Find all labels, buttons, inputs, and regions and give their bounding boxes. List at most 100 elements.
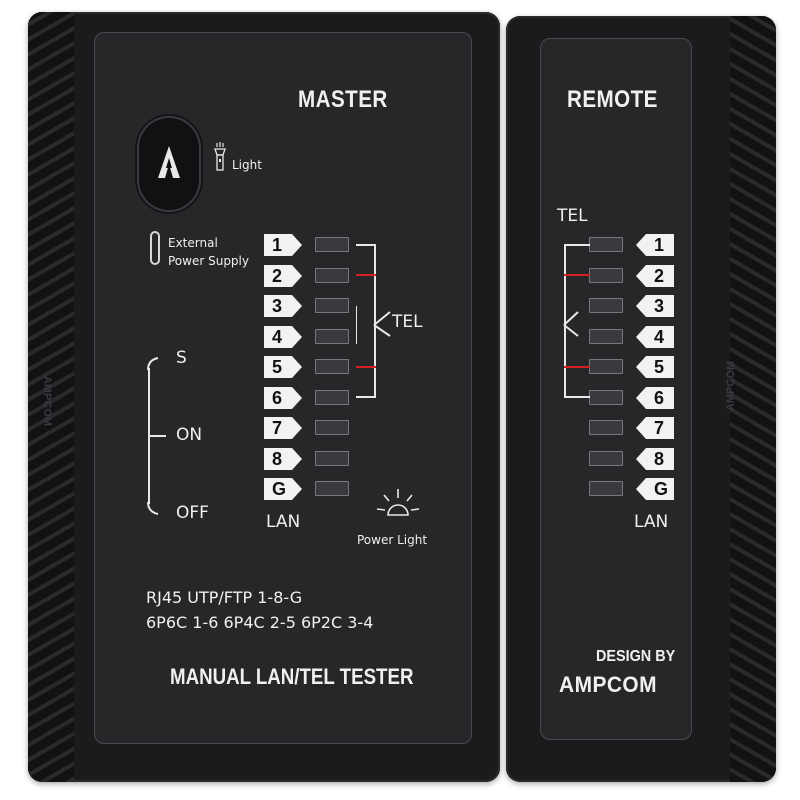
switch-position-s[interactable]: S	[176, 348, 187, 368]
side-brand-mark-right: AMPCOM	[725, 360, 738, 412]
master-led	[315, 481, 349, 496]
remote-pin-number: G	[654, 479, 669, 499]
master-pin-number: 6	[272, 388, 283, 408]
light-label: Light	[232, 158, 262, 172]
power-light-label: Power Light	[357, 533, 428, 547]
tel-bracket-bottom	[356, 396, 376, 398]
remote-led	[589, 420, 623, 435]
arrow-tag-icon	[264, 326, 302, 348]
master-pin-number: 7	[272, 418, 283, 438]
tel-pair-red-2	[356, 274, 376, 276]
grip-ribs-right	[730, 16, 776, 782]
master-pin-number: 5	[272, 357, 283, 377]
remote-led	[589, 390, 623, 405]
remote-tel-fork	[563, 311, 579, 337]
remote-tel-label: TEL	[557, 206, 588, 226]
light-button[interactable]	[137, 116, 201, 212]
remote-pin-tag: 1	[636, 234, 678, 256]
master-pin-tag: 8	[264, 448, 306, 470]
remote-title: REMOTE	[567, 86, 658, 113]
arrow-tag-icon	[264, 478, 302, 500]
remote-led	[589, 237, 623, 252]
master-pin-number: G	[272, 479, 287, 499]
external-power-line1: External	[168, 236, 218, 250]
remote-pin-tag: 4	[636, 326, 678, 348]
remote-tel-bracket-vertical	[564, 244, 566, 398]
side-brand-mark-left: AMPCOM	[41, 375, 54, 427]
master-led	[315, 359, 349, 374]
master-pin-tag: 6	[264, 387, 306, 409]
tel-bracket-top	[356, 244, 376, 246]
arrow-tag-icon	[636, 234, 674, 256]
master-led	[315, 298, 349, 313]
arrow-tag-icon	[636, 265, 674, 287]
arrow-tag-icon	[264, 234, 302, 256]
remote-pin-tag: 8	[636, 448, 678, 470]
remote-pin-tag: 7	[636, 417, 678, 439]
remote-tel-pair-red-5	[564, 366, 590, 368]
remote-led	[589, 359, 623, 374]
master-pin-number: 2	[272, 266, 283, 286]
remote-pin-tag: 3	[636, 295, 678, 317]
master-led	[315, 237, 349, 252]
arrow-tag-icon	[264, 295, 302, 317]
external-power-label: External Power Supply	[168, 234, 249, 270]
design-by-label: DESIGN BY	[596, 648, 676, 665]
arrow-tag-icon	[264, 387, 302, 409]
remote-pin-tag: 2	[636, 265, 678, 287]
arrow-tag-icon	[636, 478, 674, 500]
remote-pin-number: 8	[654, 449, 665, 469]
remote-pin-tag: G	[636, 478, 678, 500]
switch-position-off[interactable]: OFF	[176, 503, 209, 523]
tel-fork	[356, 306, 391, 344]
remote-lan-label: LAN	[634, 512, 669, 532]
remote-led	[589, 329, 623, 344]
master-led	[315, 420, 349, 435]
remote-pin-number: 6	[654, 388, 665, 408]
product-title: MANUAL LAN/TEL TESTER	[170, 664, 414, 689]
switch-position-on[interactable]: ON	[176, 425, 203, 445]
switch-bracket	[147, 357, 166, 515]
master-lan-label: LAN	[266, 512, 301, 532]
ampcom-logo-icon	[158, 146, 180, 178]
master-tel-label: TEL	[392, 312, 423, 332]
remote-led	[589, 268, 623, 283]
arrow-tag-icon	[636, 387, 674, 409]
remote-pin-number: 7	[654, 418, 665, 438]
master-pin-tag: 3	[264, 295, 306, 317]
master-pin-number: 8	[272, 449, 283, 469]
arrow-tag-icon	[264, 265, 302, 287]
arrow-tag-icon	[636, 326, 674, 348]
remote-pin-tag: 5	[636, 356, 678, 378]
remote-pin-number: 2	[654, 266, 665, 286]
usb-c-port-icon	[150, 231, 160, 265]
master-pin-tag: 5	[264, 356, 306, 378]
master-pin-tag: 4	[264, 326, 306, 348]
remote-tel-pair-red-2	[564, 274, 590, 276]
remote-led	[589, 481, 623, 496]
sun-icon	[376, 489, 420, 516]
remote-pin-number: 1	[654, 235, 665, 255]
master-pin-tag: 7	[264, 417, 306, 439]
master-led	[315, 390, 349, 405]
remote-pin-number: 3	[654, 296, 665, 316]
remote-led	[589, 451, 623, 466]
remote-pin-number: 4	[654, 327, 665, 347]
remote-led	[589, 298, 623, 313]
brand-logo-text: AMPCOM	[559, 672, 658, 697]
arrow-tag-icon	[636, 356, 674, 378]
master-title: MASTER	[298, 86, 388, 113]
arrow-tag-icon	[264, 356, 302, 378]
master-led	[315, 451, 349, 466]
remote-pin-number: 5	[654, 357, 665, 377]
master-pin-tag: G	[264, 478, 306, 500]
master-pin-number: 3	[272, 296, 283, 316]
remote-tel-bracket-top	[564, 244, 590, 246]
arrow-tag-icon	[636, 448, 674, 470]
arrow-tag-icon	[264, 448, 302, 470]
tel-bracket-vertical	[374, 244, 376, 398]
master-pin-number: 1	[272, 235, 283, 255]
spec-line-1: RJ45 UTP/FTP 1-8-G	[146, 588, 303, 607]
flashlight-icon	[214, 142, 226, 171]
external-power-line2: Power Supply	[168, 254, 249, 268]
